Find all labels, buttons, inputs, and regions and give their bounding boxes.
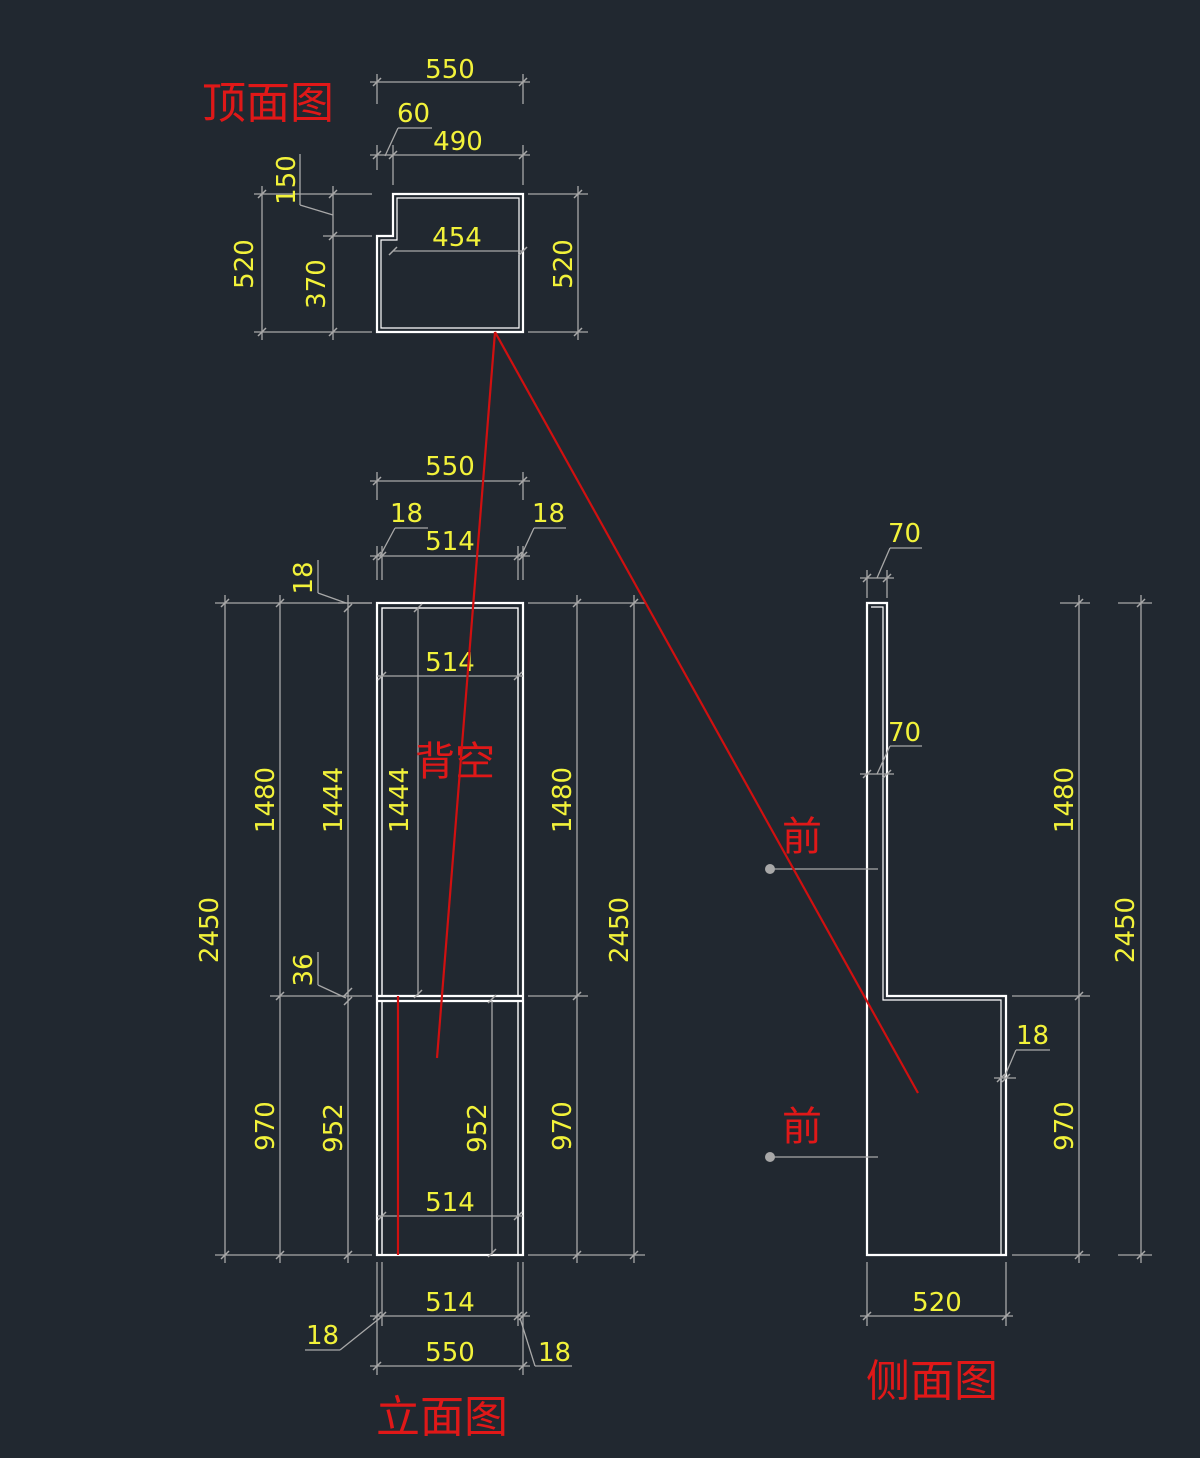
red-line-to-side	[494, 331, 919, 1094]
back-open-note: 背空	[415, 739, 495, 785]
side-view-inner	[871, 606, 1002, 1255]
front-note-upper: 前	[782, 814, 822, 860]
dim-label: 952	[319, 1103, 349, 1153]
dim-label: 520	[549, 239, 579, 289]
dim-label: 520	[912, 1288, 962, 1318]
front-dim-514-bottom: 514 18	[305, 1262, 530, 1375]
front-dim-550-bottom: 550 18	[370, 1317, 572, 1375]
dim-label: 2450	[195, 897, 225, 963]
front-dim-550-top: 550	[370, 452, 530, 500]
side-dim-18-door: 18	[994, 1021, 1050, 1083]
top-view-title: 顶面图	[202, 78, 334, 129]
top-dim-490: 490	[370, 127, 530, 185]
front-view: 550 514 18 18 514	[195, 452, 645, 1443]
red-line-to-back	[435, 331, 497, 1059]
dim-label: 520	[230, 239, 260, 289]
top-view-outline	[375, 192, 525, 334]
front-dim-18-toppanel: 18	[289, 560, 372, 604]
side-dim-70-top: 70	[860, 519, 922, 598]
red-markup	[396, 331, 919, 1255]
dim-label: 18	[390, 499, 423, 529]
dim-label: 70	[888, 718, 921, 748]
dim-label: 18	[532, 499, 565, 529]
front-leader-upper: 前	[765, 814, 878, 874]
dim-label: 514	[425, 527, 475, 557]
front-note-lower: 前	[782, 1104, 822, 1150]
side-dim-2450: 2450	[1111, 595, 1152, 1263]
side-dim-1480-970: 1480 970	[1012, 595, 1090, 1263]
side-dim-520: 520	[860, 1262, 1013, 1326]
top-view-inner-outline	[380, 197, 520, 329]
side-view: 70 70 18 1480	[765, 519, 1152, 1407]
dim-label: 514	[425, 1188, 475, 1218]
dim-label: 514	[425, 1288, 475, 1318]
top-dim-520-left: 520	[230, 186, 372, 340]
dim-label: 454	[432, 223, 482, 253]
dim-label: 490	[433, 127, 483, 157]
top-dim-454: 454	[388, 223, 528, 256]
dim-label: 370	[302, 259, 332, 309]
dim-label: 952	[463, 1103, 493, 1153]
dim-label: 1480	[251, 767, 281, 833]
front-dim-952-center: 952	[463, 994, 497, 1258]
dim-label: 2450	[605, 897, 635, 963]
dim-label: 970	[251, 1101, 281, 1151]
front-dim-1444-center: 1444	[385, 603, 423, 999]
top-dim-550: 550	[370, 55, 530, 104]
top-dim-520-right: 520	[528, 186, 588, 340]
front-dim-2450-left: 2450	[195, 595, 372, 1263]
dim-label: 550	[425, 55, 475, 85]
side-dim-70-upper: 70	[860, 718, 922, 779]
front-dim-1480-970-left: 1480 970	[251, 595, 372, 1263]
top-view: 顶面图 550 60 490	[202, 55, 588, 340]
dim-label: 970	[1050, 1101, 1080, 1151]
front-leader-lower: 前	[765, 1104, 878, 1162]
dim-label: 1444	[385, 767, 415, 833]
dim-label: 18	[306, 1321, 339, 1351]
dim-label: 18	[1016, 1021, 1049, 1051]
front-dim-514-top: 514 18 18	[370, 499, 566, 580]
side-view-outline	[865, 601, 1008, 1257]
top-dim-150: 150	[272, 154, 372, 340]
dim-label: 150	[272, 155, 302, 205]
dim-label: 1480	[1050, 767, 1080, 833]
dim-label: 70	[888, 519, 921, 549]
front-dim-1480-970-right: 1480 970	[528, 595, 588, 1263]
dim-label: 514	[425, 648, 475, 678]
dim-label: 1444	[319, 767, 349, 833]
front-dim-2450-right: 2450	[588, 595, 645, 1263]
front-view-title: 立面图	[376, 1392, 508, 1443]
front-dim-514-lower: 514	[377, 1188, 523, 1221]
dim-label: 550	[425, 452, 475, 482]
dim-label: 2450	[1111, 897, 1141, 963]
dim-label: 36	[289, 953, 319, 986]
side-view-title: 侧面图	[866, 1356, 998, 1407]
dim-label: 18	[538, 1338, 571, 1368]
dim-label: 60	[397, 99, 430, 129]
dim-label: 18	[289, 561, 319, 594]
dim-label: 970	[548, 1101, 578, 1151]
top-dim-370: 370	[302, 259, 332, 309]
front-dim-514-upper: 514	[377, 648, 523, 681]
top-dim-60: 60	[384, 99, 432, 157]
dim-label: 550	[425, 1338, 475, 1368]
front-dim-1444-952-left: 1444 952 36	[289, 595, 353, 1263]
dim-label: 1480	[548, 767, 578, 833]
